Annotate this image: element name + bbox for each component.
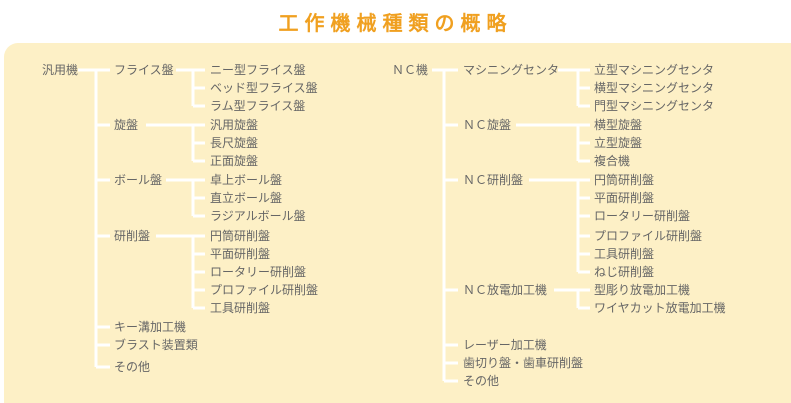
page-title: 工作機械種類の概略 (278, 11, 513, 35)
grinder-item-profile: プロファイル研削盤 (210, 283, 319, 297)
milling-item-ram: ラム型フライス盤 (210, 99, 306, 113)
mc-item-vertical: 立型マシニングセンタ (594, 63, 715, 77)
general-other-misc: その他 (114, 360, 151, 374)
nc-grinder-item-tool: 工具研削盤 (594, 247, 655, 261)
nc-grinder-item-profile: プロファイル研削盤 (594, 229, 703, 243)
edm-item-wire: ワイヤカット放電加工機 (594, 301, 726, 315)
nc-root-label: ＮＣ機 (392, 63, 429, 77)
lathe-item-long: 長尺旋盤 (210, 136, 259, 150)
drill-item-radial: ラジアルボール盤 (210, 209, 306, 223)
nc-other-misc: その他 (463, 374, 500, 388)
lathe-item-general: 汎用旋盤 (210, 118, 259, 132)
nc-grinder-item-cylindrical: 円筒研削盤 (594, 173, 655, 187)
grinder-item-cylindrical: 円筒研削盤 (210, 229, 271, 243)
nc-lathe-item-multitask: 複合機 (594, 154, 631, 168)
mc-item-gantry: 門型マシニングセンタ (594, 99, 715, 113)
grinder-item-surface: 平面研削盤 (210, 247, 271, 261)
mc-category-label: マシニングセンタ (463, 63, 560, 77)
milling-category-label: フライス盤 (114, 63, 174, 77)
nc-other-gear: 歯切り盤・歯車研削盤 (463, 356, 584, 370)
milling-item-bed: ベッド型フライス盤 (210, 81, 318, 95)
edm-item-sinker: 型彫り放電加工機 (594, 283, 691, 297)
nc-lathe-item-vertical: 立型旋盤 (594, 136, 643, 150)
diagram-panel (4, 43, 791, 403)
general-root-label: 汎用機 (42, 63, 79, 77)
lathe-item-facing: 正面旋盤 (210, 154, 259, 168)
mc-item-horizontal: 横型マシニングセンタ (594, 81, 715, 95)
drill-item-upright: 直立ボール盤 (210, 191, 283, 205)
nc-other-laser: レーザー加工機 (463, 338, 547, 352)
nc-lathe-category-label: ＮＣ旋盤 (463, 118, 512, 132)
nc-grinder-category-label: ＮＣ研削盤 (463, 173, 524, 187)
drill-item-bench: 卓上ボール盤 (210, 173, 283, 187)
nc-grinder-item-thread: ねじ研削盤 (594, 265, 655, 279)
general-other-blast: ブラスト装置類 (114, 338, 198, 352)
grinder-category-label: 研削盤 (114, 229, 151, 243)
milling-item-knee: ニー型フライス盤 (210, 63, 306, 77)
drill-category-label: ボール盤 (114, 173, 163, 187)
grinder-item-tool: 工具研削盤 (210, 301, 271, 315)
general-other-keyway: キー溝加工機 (114, 320, 187, 334)
lathe-category-label: 旋盤 (114, 118, 139, 132)
nc-grinder-item-rotary: ロータリー研削盤 (594, 209, 691, 223)
edm-category-label: ＮＣ放電加工機 (463, 283, 548, 297)
nc-lathe-item-horizontal: 横型旋盤 (594, 118, 643, 132)
nc-grinder-item-surface: 平面研削盤 (594, 191, 655, 205)
grinder-item-rotary: ロータリー研削盤 (210, 265, 307, 279)
